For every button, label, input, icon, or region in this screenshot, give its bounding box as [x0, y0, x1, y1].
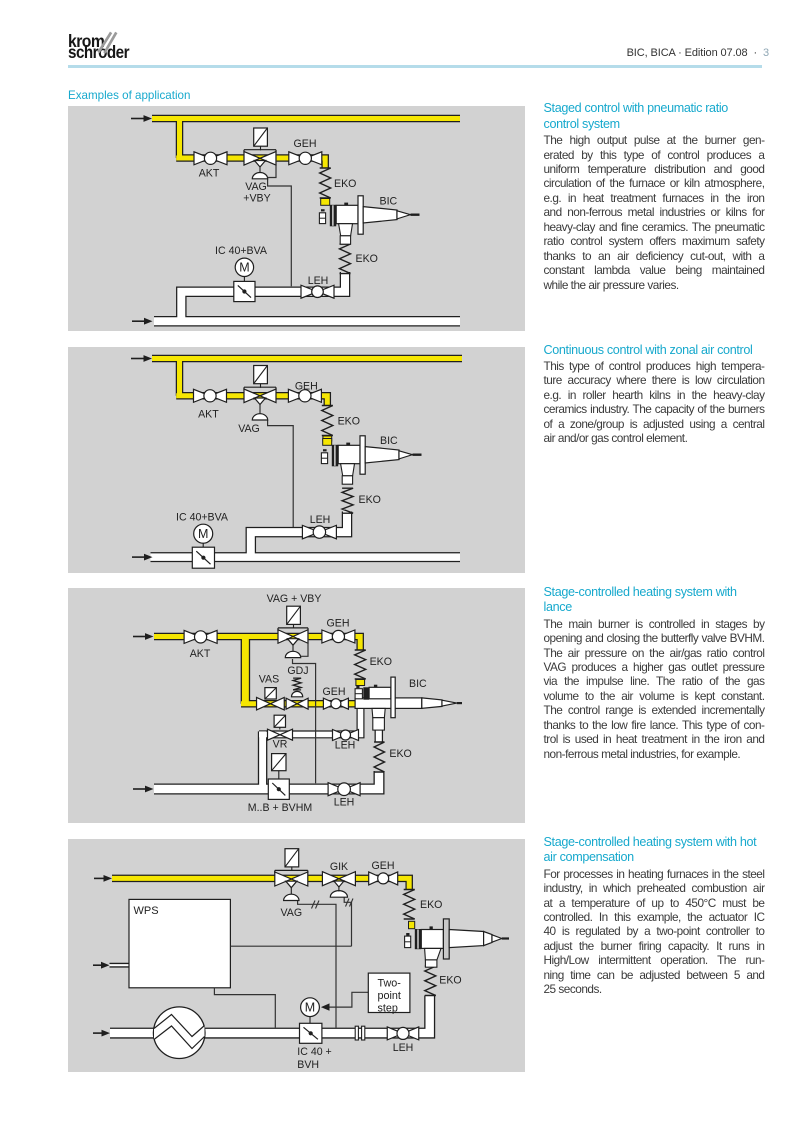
- svg-text:LEH: LEH: [310, 514, 331, 526]
- svg-text:AKT: AKT: [190, 648, 211, 660]
- svg-text:EKO: EKO: [420, 899, 442, 911]
- svg-text:EKO: EKO: [389, 748, 411, 760]
- svg-text:IC 40+BVA: IC 40+BVA: [176, 512, 229, 524]
- svg-text:VAG: VAG: [238, 423, 260, 435]
- svg-text:VAG + VBY: VAG + VBY: [267, 593, 322, 605]
- svg-text:LEH: LEH: [334, 797, 355, 809]
- svg-text:AKT: AKT: [198, 409, 219, 421]
- svg-text:EKO: EKO: [439, 974, 461, 986]
- svg-text:GDJ: GDJ: [287, 665, 308, 677]
- svg-text:LEH: LEH: [393, 1042, 414, 1054]
- svg-text:EKO: EKO: [338, 415, 360, 427]
- svg-text:M: M: [198, 527, 208, 541]
- svg-text:M..B + BVHM: M..B + BVHM: [248, 802, 312, 814]
- svg-text:M: M: [239, 261, 249, 275]
- svg-text:AKT: AKT: [199, 168, 220, 180]
- svg-text:+VBY: +VBY: [243, 193, 270, 205]
- svg-text:BIC: BIC: [409, 678, 427, 690]
- svg-text:EKO: EKO: [356, 253, 378, 265]
- svg-text:point: point: [378, 990, 401, 1002]
- svg-text:VAG: VAG: [245, 181, 267, 193]
- svg-text:BVH: BVH: [297, 1059, 319, 1071]
- svg-text:EKO: EKO: [359, 494, 381, 506]
- svg-text:BIC: BIC: [380, 196, 398, 208]
- svg-text:GEH: GEH: [323, 686, 346, 698]
- svg-text:Two-: Two-: [378, 977, 402, 989]
- svg-text:WPS: WPS: [134, 905, 159, 917]
- svg-text:GEH: GEH: [372, 860, 395, 872]
- svg-text:step: step: [378, 1002, 398, 1014]
- svg-text:BIC: BIC: [380, 435, 398, 447]
- svg-text:GIK: GIK: [330, 860, 348, 872]
- svg-text:VR: VR: [273, 739, 288, 751]
- svg-text:VAS: VAS: [259, 674, 279, 686]
- svg-text:GEH: GEH: [327, 618, 350, 630]
- svg-text:M: M: [305, 1000, 315, 1014]
- svg-text:GEH: GEH: [295, 380, 318, 392]
- svg-text:IC 40+BVA: IC 40+BVA: [215, 245, 268, 257]
- svg-text:VAG: VAG: [281, 907, 303, 919]
- svg-text:LEH: LEH: [308, 275, 329, 287]
- svg-text:IC 40 +: IC 40 +: [297, 1046, 331, 1058]
- svg-text:EKO: EKO: [370, 656, 392, 668]
- svg-text:GEH: GEH: [294, 138, 317, 150]
- svg-text:LEH: LEH: [335, 740, 356, 752]
- svg-text:EKO: EKO: [334, 178, 356, 190]
